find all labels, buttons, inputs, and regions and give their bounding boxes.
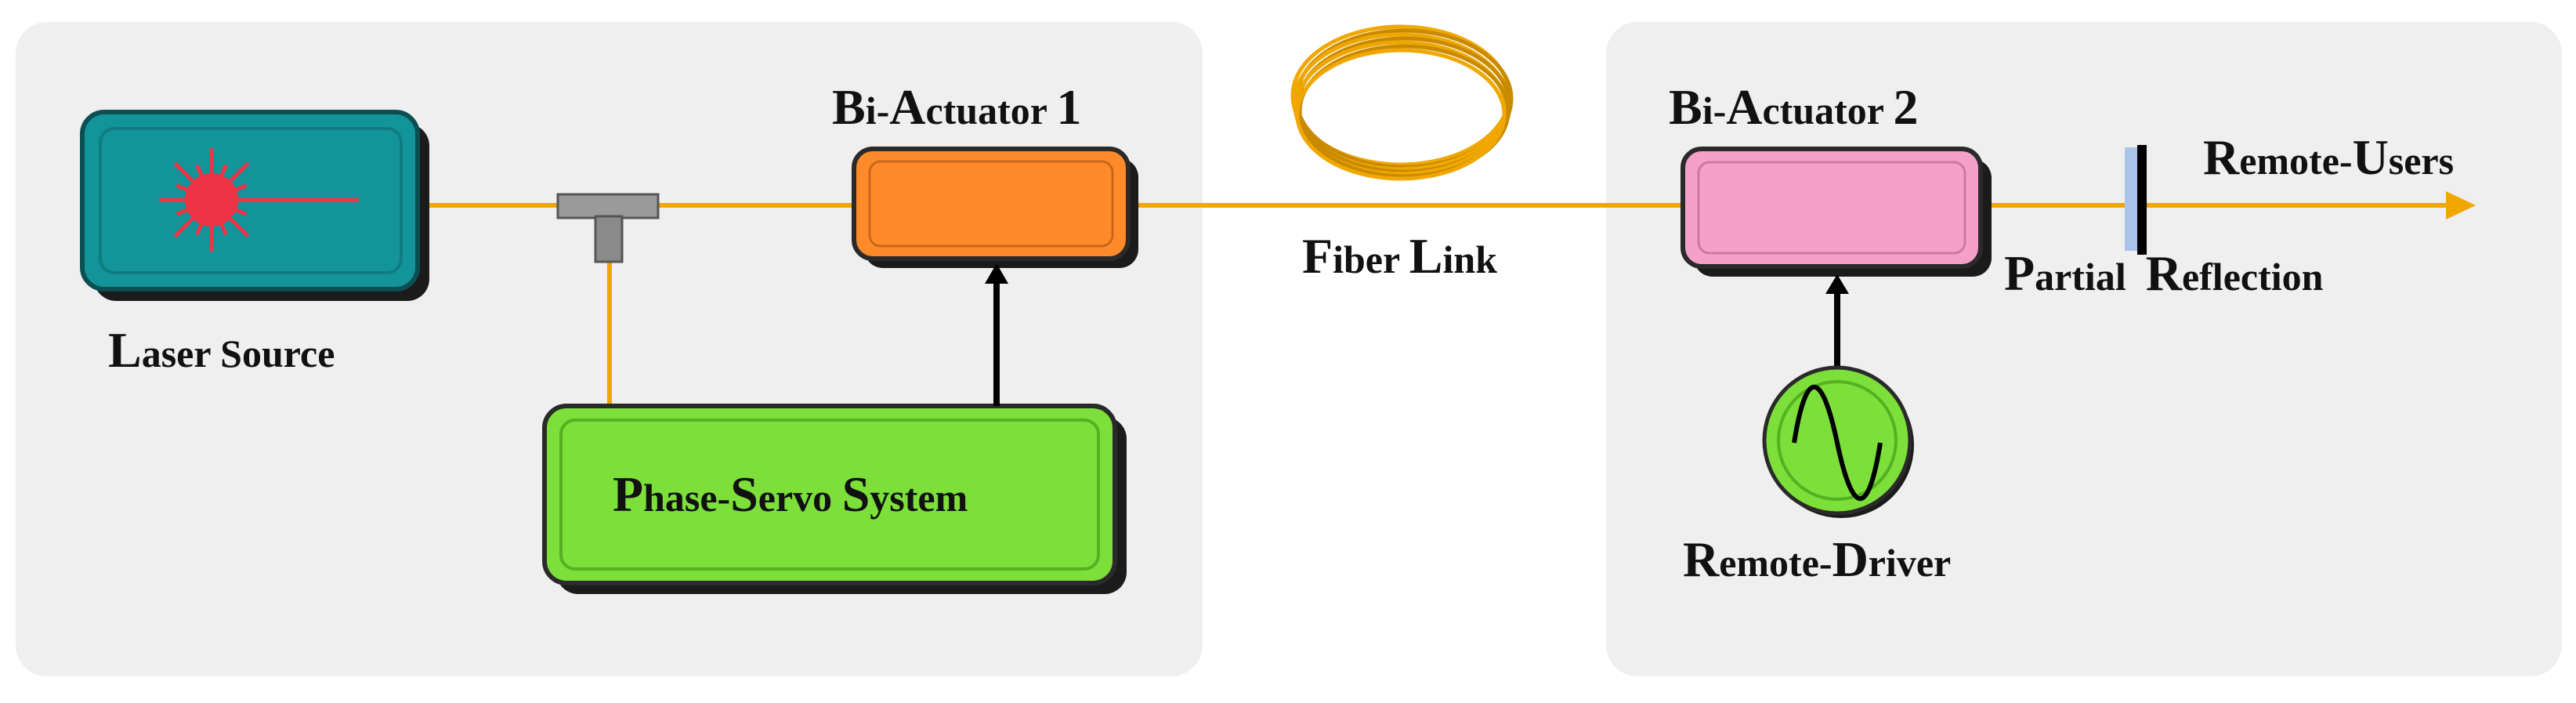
- fiber-coil-icon: [1290, 24, 1514, 181]
- t-coupler-icon: [556, 193, 660, 263]
- bi-actuator-1-label: Bi-Actuator 1: [832, 79, 1082, 135]
- remote-users-label: Remote-Users: [2203, 129, 2454, 185]
- phase-servo-box: [542, 404, 1127, 594]
- laser-star-icon: [160, 148, 359, 252]
- fiber-link-label: Fiber Link: [1302, 228, 1497, 284]
- bi-actuator-2-box: [1681, 147, 1992, 277]
- sine-wave-icon: [1792, 385, 1883, 501]
- arrowhead-icon: [985, 263, 1008, 284]
- laser-source-box: [80, 110, 429, 301]
- mirror-icon: [2125, 145, 2147, 255]
- arrowhead-icon: [1825, 274, 1849, 294]
- remote-driver-label: Remote-Driver: [1683, 531, 1951, 587]
- arrowhead-icon: [2446, 191, 2476, 219]
- phase-servo-label: Phase-Servo System: [613, 466, 968, 522]
- bi-actuator-1-box: [852, 147, 1138, 268]
- bi-actuator-2-label: Bi-Actuator 2: [1669, 79, 1919, 135]
- partial-reflection-label: Partial Reflection: [2004, 245, 2324, 301]
- laser-source-label: Laser Source: [108, 322, 335, 378]
